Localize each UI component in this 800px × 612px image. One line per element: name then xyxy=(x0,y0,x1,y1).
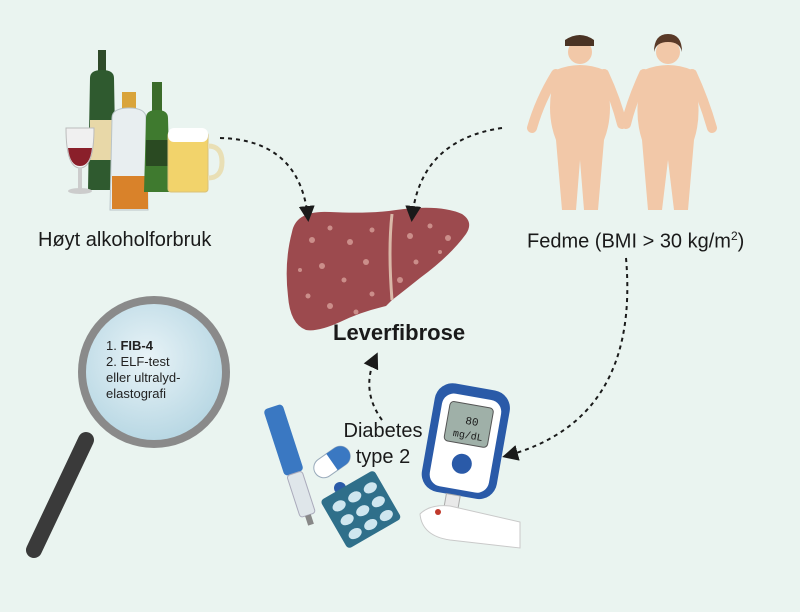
glucometer-value: 80 xyxy=(464,416,479,430)
label-fibrosis: Leverfibrose xyxy=(333,320,466,345)
magnifier-text: 1. FIB-4 2. ELF-test eller ultralyd- ela… xyxy=(106,338,216,402)
label-obesity-text: Fedme (BMI > 30 kg/m xyxy=(527,230,731,253)
pill-icon xyxy=(313,445,351,479)
finger-icon xyxy=(419,505,521,549)
alcohol-bottles-icon xyxy=(65,50,225,211)
magnifier-step2-line1: 2. ELF-test xyxy=(106,354,170,369)
glucometer-icon xyxy=(421,383,510,523)
arrows xyxy=(219,127,629,461)
arrow-diabetes-to-fibrosis xyxy=(363,352,383,421)
liver-icon xyxy=(286,207,470,331)
label-obesity-suffix: ) xyxy=(737,230,745,253)
label-obesity: Fedme (BMI > 30 kg/m2) xyxy=(527,229,744,254)
magnifier-step1-bold: FIB-4 xyxy=(120,338,153,353)
insulin-pen-icon xyxy=(264,404,316,526)
label-diabetes: Diabetes type 2 xyxy=(330,418,436,470)
magnifier-step2-line2: eller ultralyd- xyxy=(106,370,181,385)
label-diabetes-line1: Diabetes xyxy=(343,420,423,442)
magnifier-step2-line3: elastografi xyxy=(106,386,166,401)
pill-blister-icon xyxy=(321,471,401,548)
label-obesity-sup: 2 xyxy=(730,229,738,243)
magnifier-step1: 1. FIB-4 xyxy=(106,338,216,354)
label-alcohol: Høyt alkoholforbruk xyxy=(38,229,212,251)
label-diabetes-line2: type 2 xyxy=(355,446,411,468)
glucometer-unit: mg/dL xyxy=(452,428,484,445)
arrow-obesity-to-glucometer xyxy=(502,257,629,461)
arrow-obesity-to-fibrosis xyxy=(405,127,503,222)
arrow-alcohol-to-fibrosis xyxy=(219,137,315,222)
obese-people-icon xyxy=(527,34,717,210)
magnifier-icon xyxy=(26,296,230,558)
magnifier-step1-num: 1. xyxy=(106,338,121,353)
